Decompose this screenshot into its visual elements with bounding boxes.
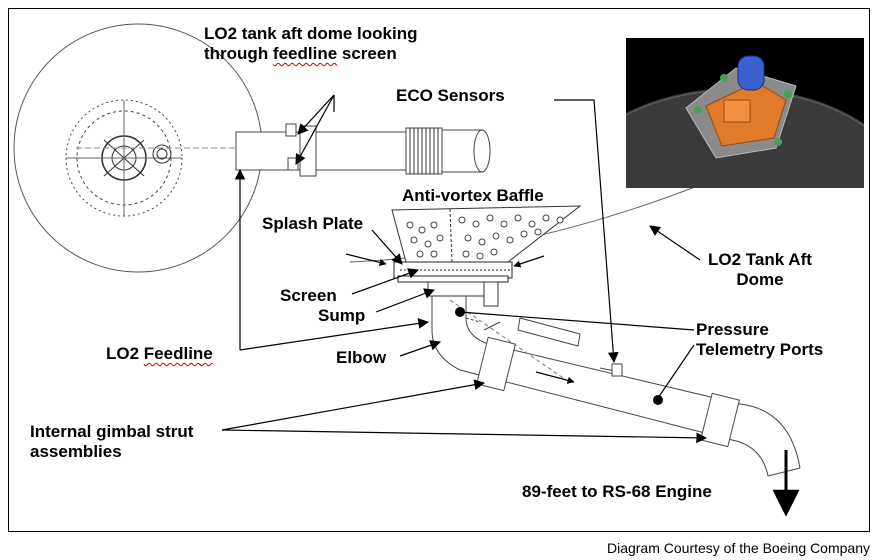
lo2-feedline-label: LO2 Feedline: [106, 344, 213, 363]
gimbal-strut-label: Internal gimbal strut assemblies: [30, 422, 194, 461]
dome-view-label-line1: LO2 tank aft dome looking: [204, 24, 418, 43]
feedline-side-view: [235, 123, 491, 177]
leader-arrows: [221, 94, 800, 517]
pressure-telemetry-ports-label: Pressure Telemetry Ports: [696, 320, 824, 359]
eco-sensors-label: ECO Sensors: [396, 86, 505, 105]
credit-text: Diagram Courtesy of the Boeing Company: [606, 540, 870, 556]
elbow-label: Elbow: [336, 348, 387, 367]
anti-vortex-baffle: [391, 205, 582, 263]
sump: [427, 281, 499, 307]
anti-vortex-baffle-label: Anti-vortex Baffle: [402, 186, 544, 205]
splash-plate: [393, 261, 513, 283]
sump-label: Sump: [318, 306, 366, 325]
dome-view-label-line2: through feedline screen: [204, 44, 397, 63]
splash-plate-label: Splash Plate: [262, 214, 364, 233]
screen-label: Screen: [280, 286, 337, 305]
lo2-tank-aft-dome-label: LO2 Tank Aft Dome: [708, 250, 812, 289]
inset-photo: [626, 38, 864, 188]
dome-view-label: LO2 tank aft dome looking through feedli…: [204, 24, 417, 64]
dome-top-view: [13, 23, 263, 273]
pressure-port-dot-2: [653, 395, 663, 405]
pressure-port-dot-1: [455, 307, 465, 317]
engine-distance-label: 89-feet to RS-68 Engine: [522, 482, 712, 501]
feedline-elbow-pipe: [431, 296, 801, 477]
